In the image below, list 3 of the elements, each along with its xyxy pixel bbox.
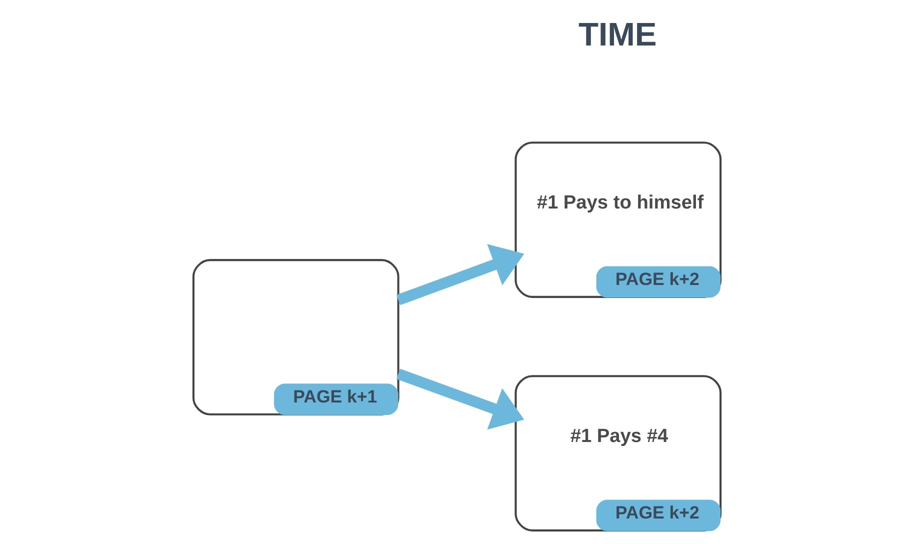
label: TIME [578, 15, 656, 52]
arrow [396, 368, 524, 430]
arrow [396, 244, 524, 306]
